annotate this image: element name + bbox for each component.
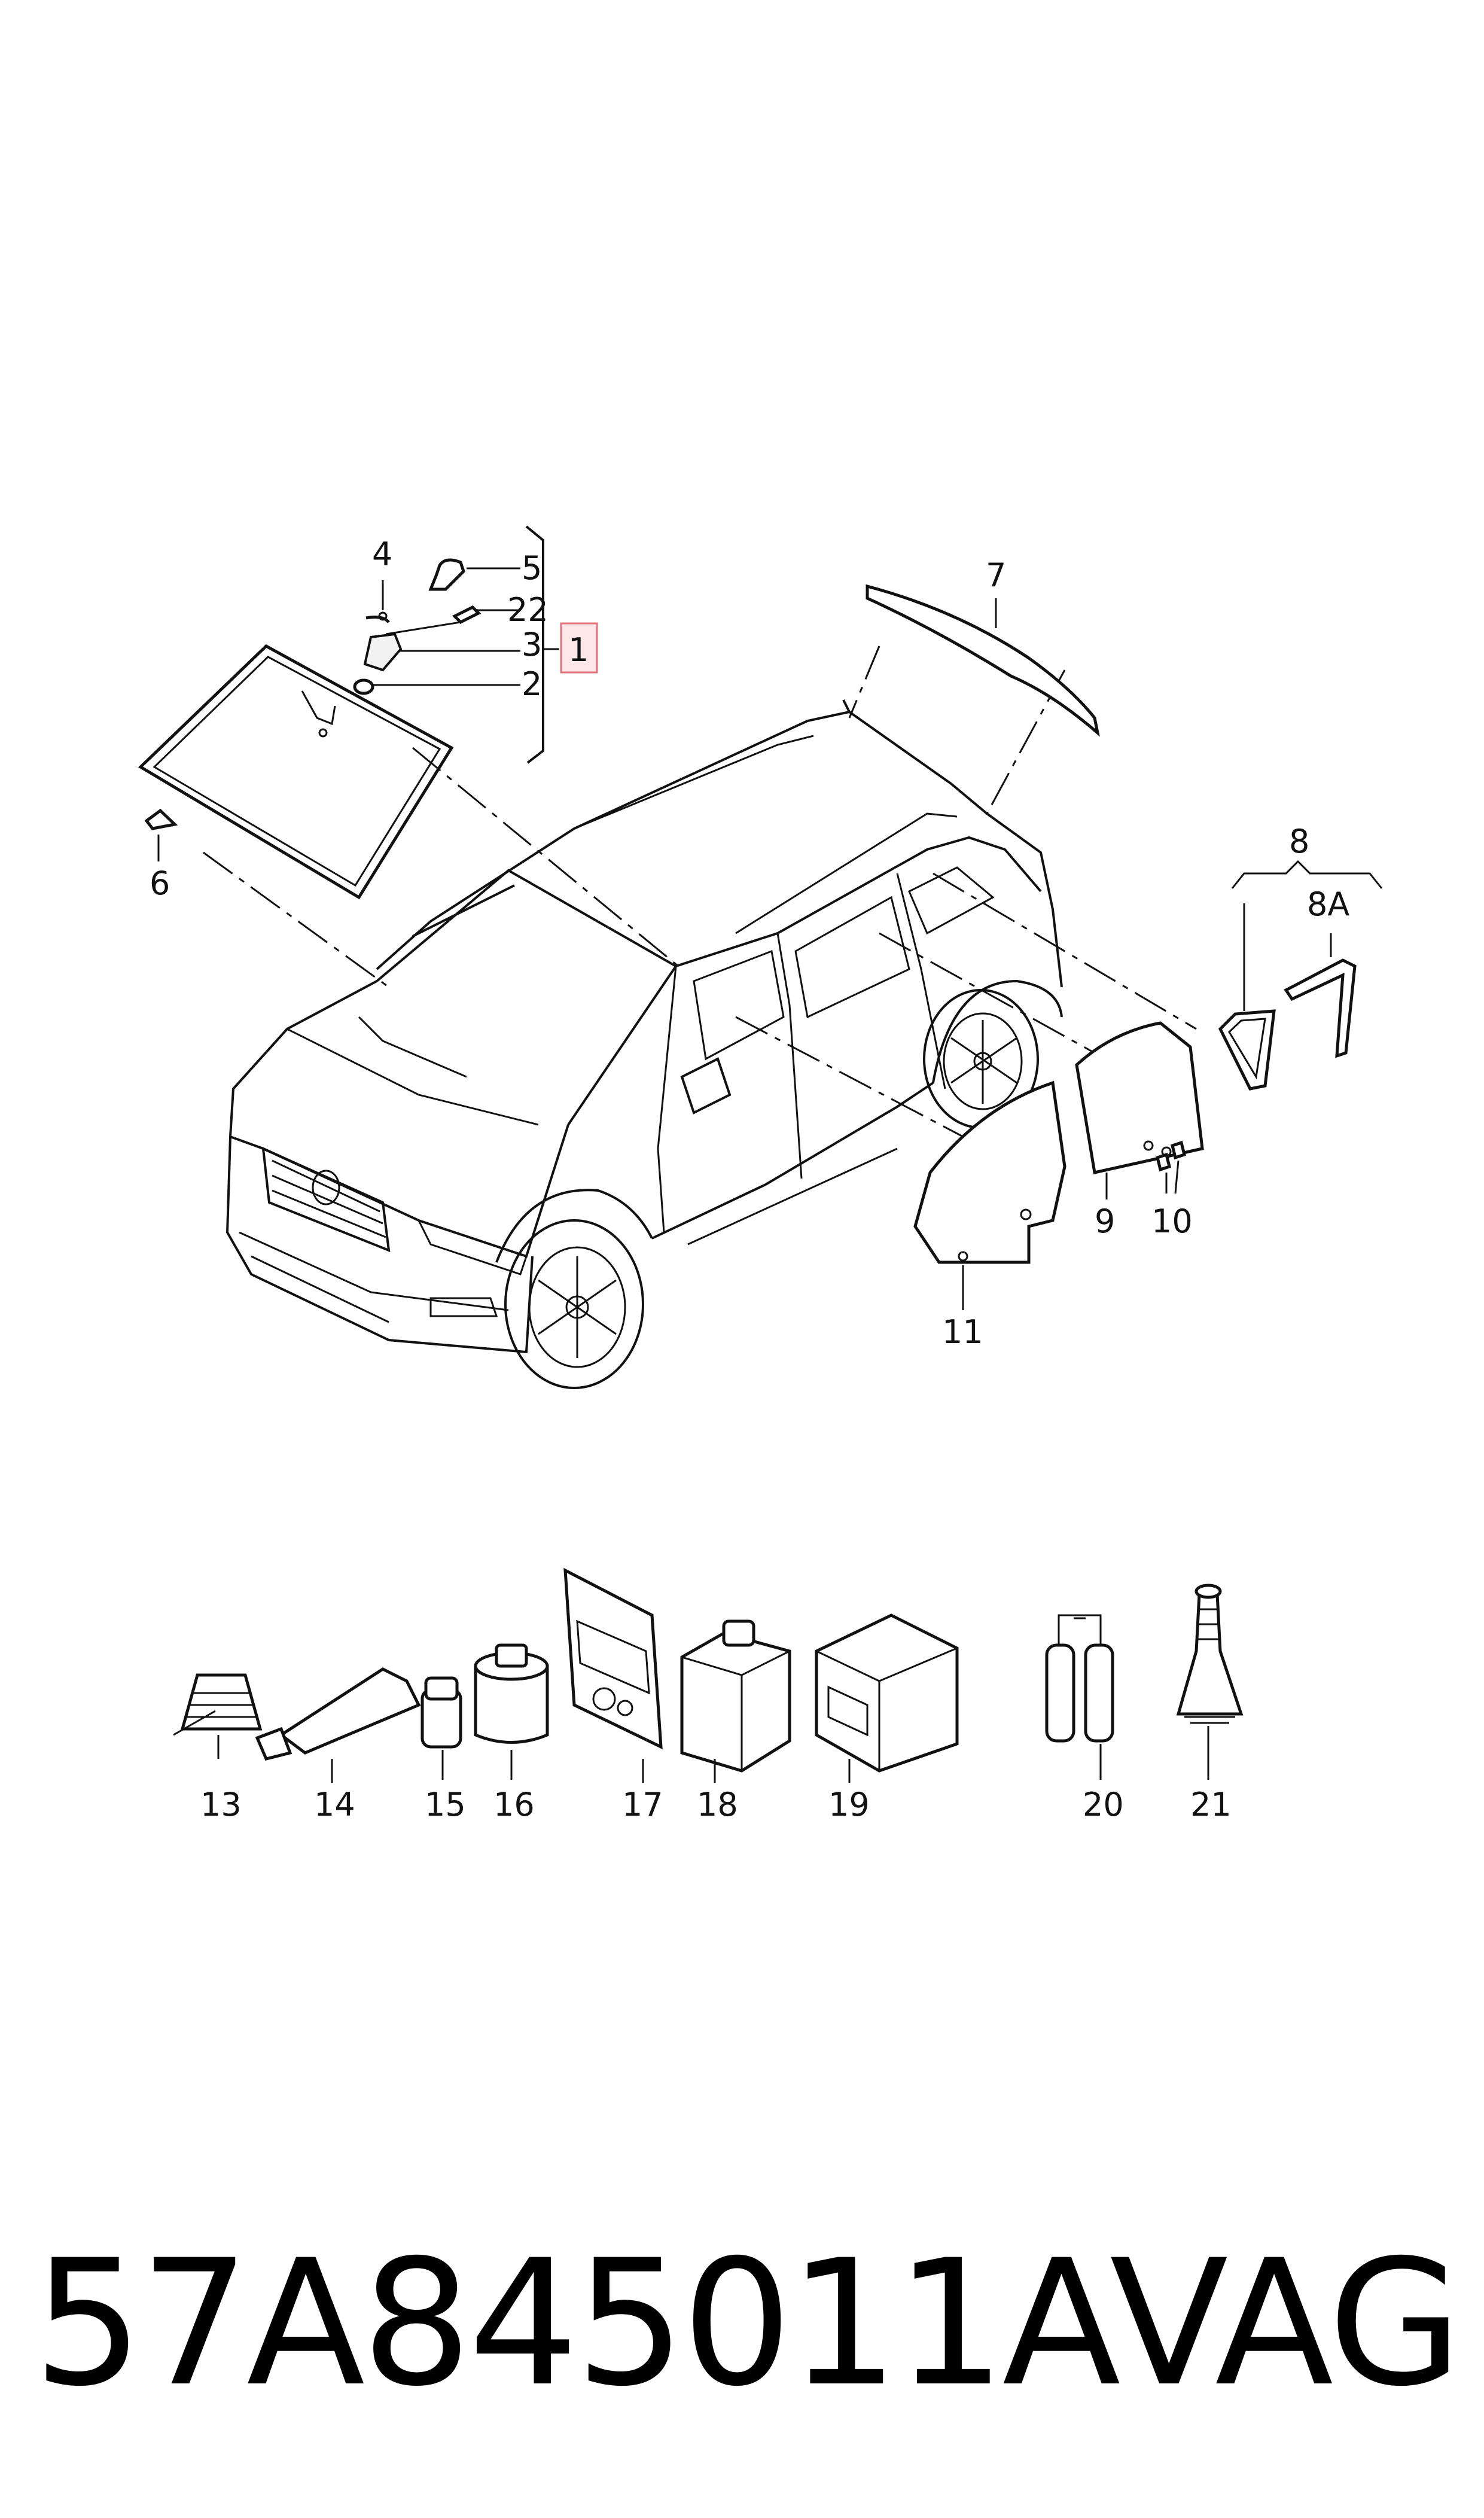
callout-14[interactable]: 14 bbox=[314, 1786, 355, 1823]
highlight-box bbox=[560, 622, 598, 674]
repair-kit-bag-part[interactable] bbox=[563, 1567, 663, 1783]
glazing-kit-box-part[interactable] bbox=[815, 1613, 959, 1783]
callout-17[interactable]: 17 bbox=[622, 1786, 663, 1823]
consumables-row bbox=[173, 1567, 1244, 1783]
spacer-cone-part[interactable] bbox=[173, 1673, 263, 1759]
callout-6[interactable]: 6 bbox=[150, 864, 170, 902]
adhesive-tube-part[interactable] bbox=[255, 1667, 421, 1783]
brand-label: VAG bbox=[1110, 2223, 1462, 2425]
callout-15[interactable]: 15 bbox=[425, 1786, 466, 1823]
callout-8a[interactable]: 8A bbox=[1307, 885, 1349, 923]
sensor-group-leaders bbox=[371, 525, 559, 764]
quarter-glass-part[interactable] bbox=[1218, 860, 1383, 1091]
part-number: 57A845011A bbox=[33, 2223, 1121, 2425]
leader-dash-lines bbox=[203, 646, 1197, 1138]
vehicle-illustration bbox=[226, 699, 1063, 1389]
callout-9[interactable]: 9 bbox=[1095, 1202, 1115, 1240]
callout-8[interactable]: 8 bbox=[1289, 823, 1309, 860]
rear-door-glass-part[interactable] bbox=[1075, 1021, 1204, 1199]
mixing-nozzle-part[interactable] bbox=[1176, 1584, 1244, 1780]
callout-2[interactable]: 2 bbox=[522, 665, 542, 703]
callout-20[interactable]: 20 bbox=[1083, 1786, 1124, 1823]
front-door-glass-part[interactable] bbox=[913, 1080, 1066, 1310]
callout-4[interactable]: 4 bbox=[372, 535, 392, 573]
callout-16[interactable]: 16 bbox=[493, 1786, 535, 1823]
callout-3[interactable]: 3 bbox=[522, 626, 542, 663]
activator-bottle-part[interactable] bbox=[680, 1619, 791, 1783]
callout-labels: 1 2 3 4 5 6 7 8 8A 9 10 11 13 14 15 16 1… bbox=[150, 535, 1349, 1823]
callout-19[interactable]: 19 bbox=[828, 1786, 870, 1823]
windscreen-part[interactable] bbox=[138, 644, 454, 900]
glass-clip-part[interactable] bbox=[1156, 1140, 1186, 1194]
callout-5[interactable]: 5 bbox=[522, 549, 542, 587]
callout-1[interactable]: 1 bbox=[568, 631, 589, 669]
twin-cartridge-part[interactable] bbox=[1045, 1614, 1114, 1780]
callout-11[interactable]: 11 bbox=[942, 1313, 983, 1351]
callout-13[interactable]: 13 bbox=[200, 1786, 242, 1823]
callout-18[interactable]: 18 bbox=[697, 1786, 738, 1823]
rear-window-part[interactable] bbox=[866, 584, 1100, 737]
callout-22[interactable]: 22 bbox=[507, 591, 548, 629]
cleaner-jar-part[interactable] bbox=[474, 1643, 549, 1780]
callout-21[interactable]: 21 bbox=[1190, 1786, 1232, 1823]
callout-10[interactable]: 10 bbox=[1151, 1202, 1193, 1240]
primer-bottle-part[interactable] bbox=[420, 1676, 462, 1780]
sensor-parts[interactable] bbox=[353, 558, 482, 695]
windshield-clip-part[interactable] bbox=[144, 808, 178, 861]
callout-7[interactable]: 7 bbox=[986, 556, 1006, 594]
